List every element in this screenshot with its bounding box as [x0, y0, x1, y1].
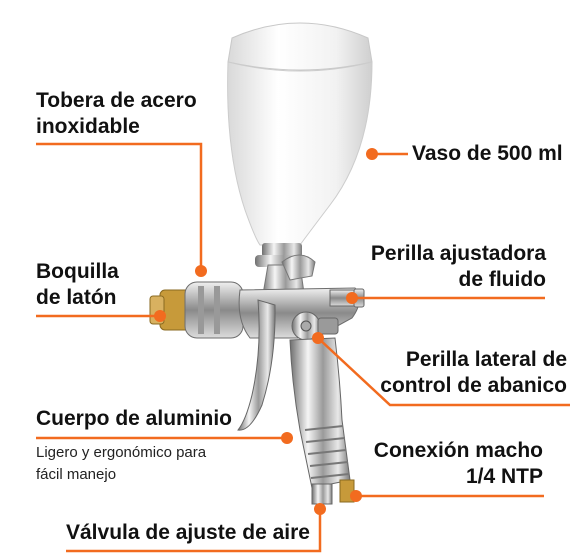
- cup-lid: [227, 22, 373, 71]
- label-conexion: Conexión macho 1/4 NTP: [373, 439, 543, 488]
- callout-dot: [346, 292, 358, 304]
- label-valvula: Válvula de ajuste de aire: [66, 521, 310, 544]
- label-cuerpo: Cuerpo de aluminio: [36, 407, 233, 430]
- callout-dot: [366, 148, 378, 160]
- label-perilla-fluido: Perilla ajustadora de fluido: [370, 242, 546, 291]
- callout-dot: [281, 432, 293, 444]
- label-cuerpo-sub: Ligero y ergonómico para fácil manejo: [36, 444, 207, 483]
- label-tobera: Tobera de acero inoxidable: [36, 89, 197, 138]
- callout-dot: [154, 310, 166, 322]
- callout-dot: [312, 332, 324, 344]
- callout-dot: [195, 265, 207, 277]
- label-vaso: Vaso de 500 ml: [412, 142, 563, 165]
- callout-dot: [350, 490, 362, 502]
- label-perilla-abanico: Perilla lateral de control de abanico: [380, 348, 567, 397]
- trigger: [237, 299, 276, 431]
- cup-body: [227, 61, 373, 246]
- callout-dot: [314, 503, 326, 515]
- label-boquilla: Boquilla de latón: [36, 260, 119, 309]
